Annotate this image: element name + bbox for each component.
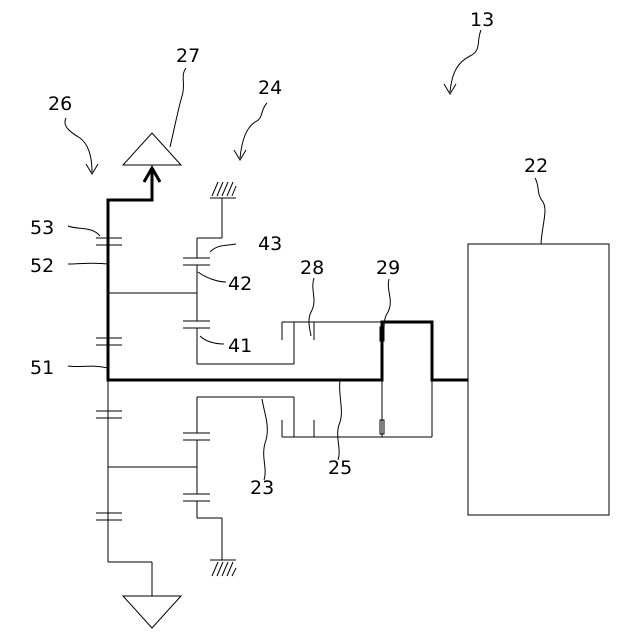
leader-lines (65, 30, 545, 480)
label-28: 28 (300, 257, 324, 279)
label-23: 23 (250, 477, 274, 499)
unit-box-22 (468, 244, 609, 515)
label-51: 51 (30, 357, 54, 379)
label-22: 22 (524, 155, 548, 177)
label-42: 42 (228, 273, 252, 295)
ground-triangle (123, 596, 181, 628)
label-26: 26 (48, 93, 72, 115)
label-52: 52 (30, 255, 54, 277)
label-13: 13 (470, 9, 494, 31)
clutch-28 (282, 322, 382, 364)
label-25: 25 (328, 457, 352, 479)
label-43: 43 (258, 233, 282, 255)
main-shaft-path (108, 168, 468, 380)
label-53: 53 (30, 217, 54, 239)
label-24: 24 (258, 77, 282, 99)
label-27: 27 (176, 45, 200, 67)
label-29: 29 (376, 257, 400, 279)
label-41: 41 (228, 335, 252, 357)
